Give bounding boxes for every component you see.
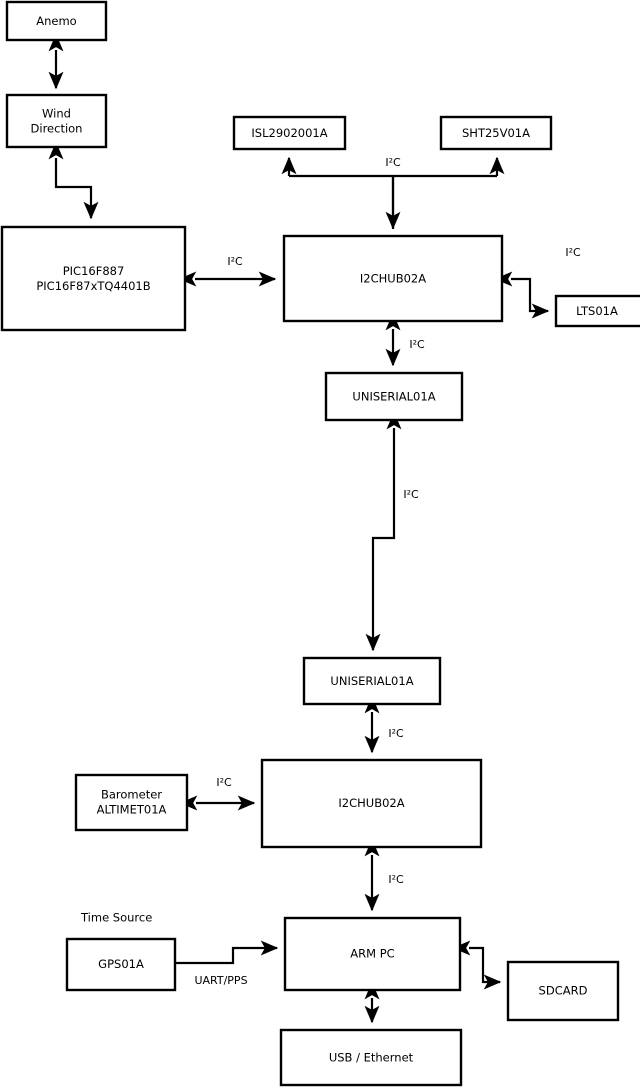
edge-hubtop-sensors: I²C xyxy=(281,156,505,230)
node-box-sdcard[interactable] xyxy=(506,960,620,1022)
edge-label-hubtop-sensors: I²C xyxy=(385,156,401,169)
node-box-uniserial01a-lower[interactable] xyxy=(302,656,442,706)
node-box-wind-direction[interactable] xyxy=(5,93,108,149)
node-uniserial01a-upper[interactable]: UNISERIAL01A xyxy=(324,371,464,422)
node-box-i2chub02a-bottom[interactable] xyxy=(260,758,483,849)
node-box-i2chub02a-top[interactable] xyxy=(282,234,504,323)
node-box-barometer[interactable] xyxy=(74,773,189,832)
label-time-source: Time Source xyxy=(80,911,152,925)
node-isl2902001a[interactable]: ISL2902001A xyxy=(232,115,347,151)
node-gps01a[interactable]: GPS01A xyxy=(65,937,177,992)
edge-armpc-sdcard xyxy=(452,940,502,990)
node-i2chub02a-bottom[interactable]: I2CHUB02A xyxy=(260,758,483,849)
node-label-sdcard: SDCARD xyxy=(539,984,588,998)
node-i2chub02a-top[interactable]: I2CHUB02A xyxy=(282,234,504,323)
node-box-anemo[interactable] xyxy=(5,0,108,42)
edge-line-wind-pic xyxy=(48,141,99,220)
edge-line-hubtop-lts xyxy=(494,271,550,319)
node-box-arm-pc[interactable] xyxy=(283,916,462,992)
node-label-usb-ethernet: USB / Ethernet xyxy=(329,1051,414,1065)
edge-label-hubbot-armpc: I²C xyxy=(388,873,404,886)
node-box-lts01a[interactable] xyxy=(554,294,640,328)
edge-label-gps-armpc: UART/PPS xyxy=(194,974,247,987)
node-box-isl2902001a[interactable] xyxy=(232,115,347,151)
node-anemo[interactable]: Anemo xyxy=(5,0,108,42)
edge-uniserial-hubbot: I²C xyxy=(364,695,404,754)
edge-gps-armpc: UART/PPS xyxy=(175,940,279,987)
node-sht25v01a[interactable]: SHT25V01A xyxy=(439,115,553,151)
edge-line-armpc-sdcard xyxy=(452,940,502,990)
node-arm-pc[interactable]: ARM PC xyxy=(283,916,462,992)
edge-label-uniserial-link: I²C xyxy=(403,488,419,501)
edge-wind-pic xyxy=(48,141,99,220)
edge-label-pic-hubtop: I²C xyxy=(227,255,243,268)
edge-barometer-hubbot: I²C xyxy=(179,776,256,811)
node-box-sht25v01a[interactable] xyxy=(439,115,553,151)
node-box-usb-ethernet[interactable] xyxy=(279,1028,463,1087)
node-label-uniserial01a-lower: UNISERIAL01A xyxy=(330,674,413,688)
edge-line-gps-armpc xyxy=(175,940,279,965)
node-lts01a[interactable]: LTS01A xyxy=(554,294,640,328)
node-label-gps01a: GPS01A xyxy=(98,957,144,971)
node-label-arm-pc: ARM PC xyxy=(350,947,394,961)
edge-hubbot-armpc: I²C xyxy=(364,838,404,912)
node-box-uniserial01a-upper[interactable] xyxy=(324,371,464,422)
node-box-pic[interactable] xyxy=(0,225,187,332)
edge-hubtop-lts: I²C xyxy=(494,246,581,319)
edge-label-barometer-hubbot: I²C xyxy=(216,776,232,789)
node-label-anemo: Anemo xyxy=(36,14,76,28)
edge-uniserial-link: I²C xyxy=(365,411,419,652)
node-label-lts01a: LTS01A xyxy=(576,304,618,318)
edge-hubtop-uniserial: I²C xyxy=(385,312,425,367)
node-label-i2chub02a-bottom: I2CHUB02A xyxy=(338,796,404,810)
node-box-gps01a[interactable] xyxy=(65,937,177,992)
edge-layer: I²C I²C I²C I²C xyxy=(48,33,581,1024)
node-usb-ethernet[interactable]: USB / Ethernet xyxy=(279,1028,463,1087)
node-sdcard[interactable]: SDCARD xyxy=(506,960,620,1022)
edge-label-hubtop-uniserial: I²C xyxy=(409,338,425,351)
node-uniserial01a-lower[interactable]: UNISERIAL01A xyxy=(302,656,442,706)
free-label-layer: Time Source xyxy=(80,911,152,925)
edge-pic-hubtop: I²C xyxy=(178,255,277,287)
node-label-sht25v01a: SHT25V01A xyxy=(462,126,530,140)
node-label-isl2902001a: ISL2902001A xyxy=(251,126,327,140)
edge-label-uniserial-hubbot: I²C xyxy=(388,727,404,740)
edge-line-uniserial-link xyxy=(365,411,402,652)
edge-label-hubtop-lts: I²C xyxy=(565,246,581,259)
node-label-i2chub02a-top: I2CHUB02A xyxy=(360,272,426,286)
node-label-uniserial01a-upper: UNISERIAL01A xyxy=(352,390,435,404)
